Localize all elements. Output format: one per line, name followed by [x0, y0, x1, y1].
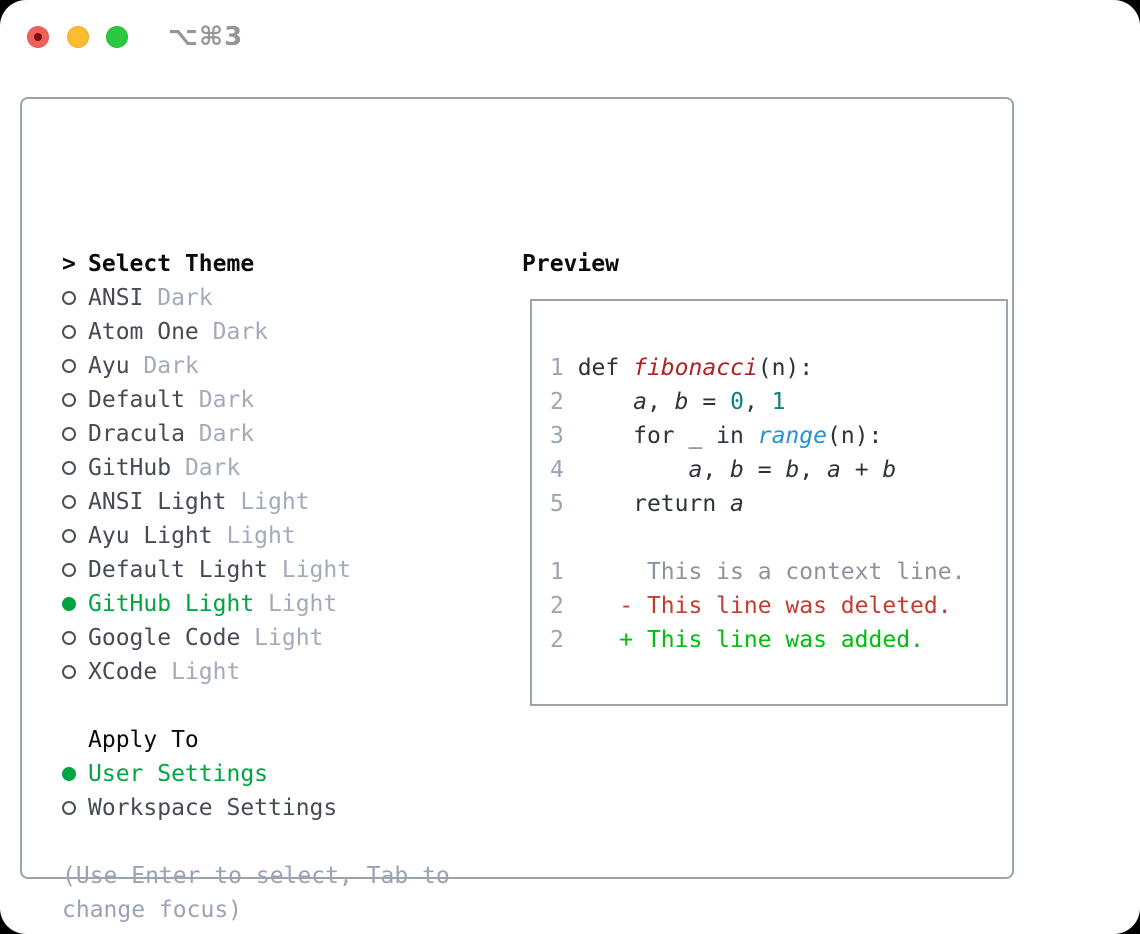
line-number: 2	[550, 627, 564, 653]
pointer-icon: >	[62, 251, 76, 277]
code-line: 4 a, b = b, a + b	[550, 457, 897, 483]
radio-icon	[62, 631, 76, 645]
theme-variant: Dark	[184, 387, 255, 413]
line-number: 4	[550, 457, 564, 483]
zoom-button[interactable]	[106, 26, 128, 48]
theme-name: GitHub	[88, 455, 172, 481]
unsaved-dot-icon	[34, 33, 42, 41]
line-number: 1	[550, 355, 564, 381]
code-line: 5 return a	[550, 491, 744, 517]
line-number: 1	[550, 559, 564, 585]
select-theme-header: > Select Theme	[62, 247, 351, 281]
theme-variant: Dark	[198, 319, 269, 345]
code-line: 2 - This line was deleted.	[550, 593, 952, 619]
theme-option-ayu[interactable]: Ayu Dark	[62, 349, 351, 383]
theme-name: Default	[88, 387, 185, 413]
radio-icon	[62, 325, 76, 339]
theme-option-github[interactable]: GitHub Dark	[62, 451, 351, 485]
radio-selected-icon	[62, 767, 76, 781]
theme-variant: Light	[254, 591, 338, 617]
title-bar: ⌥⌘3	[0, 0, 1140, 74]
radio-icon	[62, 427, 76, 441]
theme-option-google-code[interactable]: Google Code Light	[62, 621, 351, 655]
theme-name: GitHub Light	[88, 591, 255, 617]
theme-name: Google Code	[88, 625, 241, 651]
code-line: 1 def fibonacci(n):	[550, 355, 814, 381]
theme-variant: Light	[212, 523, 296, 549]
radio-icon	[62, 393, 76, 407]
theme-option-atom-one[interactable]: Atom One Dark	[62, 315, 351, 349]
theme-option-ansi-light[interactable]: ANSI Light Light	[62, 485, 351, 519]
select-theme-label: Select Theme	[88, 251, 255, 277]
apply-option-label: User Settings	[88, 761, 269, 787]
apply-option-workspace-settings[interactable]: Workspace Settings	[62, 791, 337, 825]
minimize-button[interactable]	[67, 26, 89, 48]
apply-option-user-settings[interactable]: User Settings	[62, 757, 337, 791]
line-number: 3	[550, 423, 564, 449]
theme-variant: Light	[268, 557, 352, 583]
theme-option-github-light[interactable]: GitHub Light Light	[62, 587, 351, 621]
theme-option-xcode[interactable]: XCode Light	[62, 655, 351, 689]
radio-icon	[62, 291, 76, 305]
hint-line-2: change focus)	[62, 897, 243, 923]
hint-line-1: (Use Enter to select, Tab to	[62, 863, 450, 889]
theme-variant: Light	[240, 625, 324, 651]
theme-variant: Light	[157, 659, 241, 685]
radio-selected-icon	[62, 597, 76, 611]
code-line: 3 for _ in range(n):	[550, 423, 883, 449]
theme-variant: Dark	[184, 421, 255, 447]
code-line: 1 This is a context line.	[550, 559, 966, 585]
theme-option-ayu-light[interactable]: Ayu Light Light	[62, 519, 351, 553]
radio-icon	[62, 461, 76, 475]
theme-name: Default Light	[88, 557, 269, 583]
apply-to-header: Apply To	[62, 723, 337, 757]
radio-icon	[62, 359, 76, 373]
theme-variant: Light	[226, 489, 310, 515]
theme-name: ANSI	[88, 285, 144, 311]
theme-name: ANSI Light	[88, 489, 227, 515]
theme-option-dracula[interactable]: Dracula Dark	[62, 417, 351, 451]
code-preview: 1 def fibonacci(n): 2 a, b = 0, 1 3 for _ …	[532, 301, 1006, 657]
apply-to-label: Apply To	[88, 727, 199, 753]
theme-name: Atom One	[88, 319, 199, 345]
theme-name: Ayu Light	[88, 523, 213, 549]
line-number: 5	[550, 491, 564, 517]
theme-option-default[interactable]: Default Dark	[62, 383, 351, 417]
theme-option-default-light[interactable]: Default Light Light	[62, 553, 351, 587]
radio-icon	[62, 529, 76, 543]
preview-pane: 1 def fibonacci(n): 2 a, b = 0, 1 3 for _ …	[530, 299, 1008, 706]
line-number: 2	[550, 593, 564, 619]
keyboard-hint: (Use Enter to select, Tab to change focu…	[62, 859, 450, 927]
theme-variant: Dark	[129, 353, 199, 379]
radio-icon	[62, 563, 76, 577]
line-number: 2	[550, 389, 564, 415]
radio-icon	[62, 495, 76, 509]
code-line: 2 + This line was added.	[550, 627, 924, 653]
theme-name: Ayu	[88, 353, 130, 379]
theme-option-ansi[interactable]: ANSI Dark	[62, 281, 351, 315]
preview-label: Preview	[522, 251, 619, 277]
radio-icon	[62, 801, 76, 815]
close-button[interactable]	[27, 26, 49, 48]
theme-variant: Dark	[171, 455, 241, 481]
code-line	[550, 521, 1006, 555]
code-line: 2 a, b = 0, 1	[550, 389, 786, 415]
radio-icon	[62, 665, 76, 679]
theme-name: Dracula	[88, 421, 185, 447]
window-title: ⌥⌘3	[168, 22, 244, 52]
apply-option-label: Workspace Settings	[88, 795, 338, 821]
theme-variant: Dark	[143, 285, 213, 311]
theme-name: XCode	[88, 659, 158, 685]
